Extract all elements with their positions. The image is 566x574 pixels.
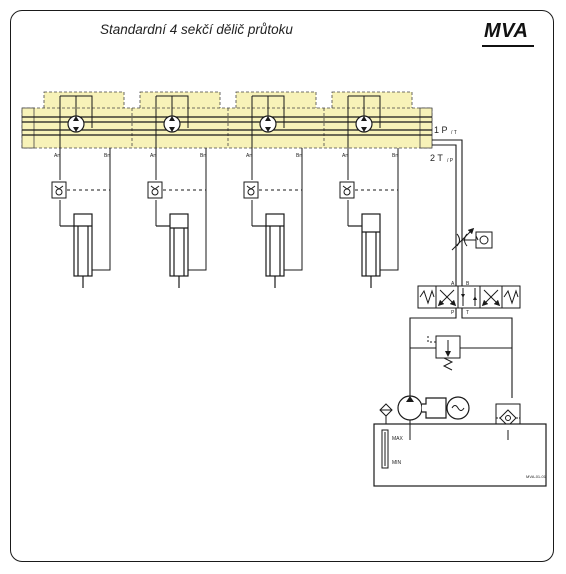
reservoir: MAX MIN MVA-01-01: [373, 420, 547, 487]
section-3-port-a: An: [246, 153, 252, 159]
section-3-port-b: Bn: [296, 153, 302, 159]
section-4-port-b: Bn: [392, 153, 398, 159]
level-min-label: MIN: [392, 460, 402, 466]
divider-motor-3: [251, 95, 285, 148]
section-2-port-b: Bn: [200, 153, 206, 159]
cylinder-4: [348, 213, 381, 288]
relief-valve: [427, 335, 461, 371]
brand-underline: [482, 45, 534, 47]
level-max-label: MAX: [392, 436, 404, 442]
diagram-title: Standardní 4 sekčí dělič průtoku: [100, 22, 293, 37]
cylinder-3: [252, 213, 285, 288]
port-1-sub: / T: [451, 130, 457, 136]
directional-valve: A B P T: [417, 281, 521, 316]
supply-lines: [409, 308, 513, 410]
drawing-frame: [10, 10, 554, 562]
cylinder-2: [156, 213, 189, 288]
section-4-port-a: An: [342, 153, 348, 159]
divider-motor-1: [59, 95, 93, 148]
check-valve-3: [243, 181, 259, 199]
divider-motor-2: [155, 95, 189, 148]
throttle-valve: [451, 227, 493, 254]
actuator-lines: [59, 148, 399, 271]
check-valve-4: [339, 181, 355, 199]
valve-port-p: P: [451, 310, 455, 316]
port-2-label: 2 T: [430, 153, 443, 163]
cylinder-1: [60, 213, 93, 288]
electric-motor: [422, 396, 470, 420]
brand-logo: MVA: [484, 20, 529, 42]
divider-motor-4: [347, 95, 381, 148]
check-valve-2: [147, 181, 163, 199]
filler-breather: [379, 403, 393, 424]
valve-port-t: T: [466, 310, 469, 316]
check-valve-1: [51, 181, 67, 199]
drawing-code: MVA-01-01: [526, 474, 547, 479]
port-2-sub: / P: [447, 158, 454, 164]
section-1-port-a: An: [54, 153, 60, 159]
section-1-port-b: Bn: [104, 153, 110, 159]
port-1-label: 1 P: [434, 125, 448, 135]
hydraulic-pump: [397, 395, 423, 421]
valve-port-a: A: [451, 281, 455, 287]
section-2-port-a: An: [150, 153, 156, 159]
valve-port-b: B: [466, 281, 470, 287]
